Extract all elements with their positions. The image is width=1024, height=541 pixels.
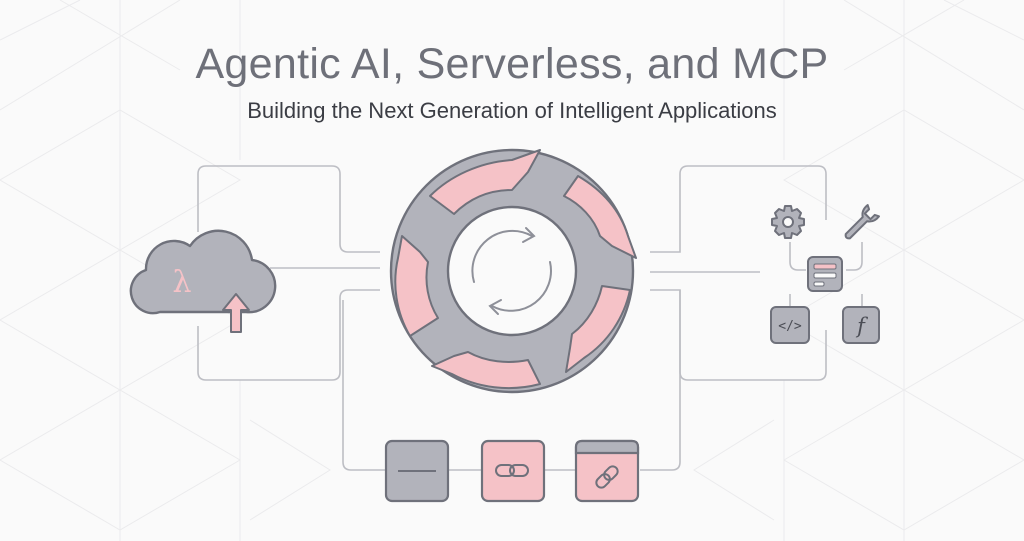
function-glyph: f — [855, 314, 868, 338]
ring-segments — [394, 149, 637, 390]
code-icon: </> — [770, 306, 810, 344]
wrench-icon — [844, 204, 880, 240]
left-node: λ — [129, 229, 277, 333]
page-title: Agentic AI, Serverless, and MCP — [195, 40, 829, 88]
gear-icon — [771, 205, 805, 239]
function-icon: f — [842, 306, 880, 344]
cloud-lambda-upload-icon — [129, 229, 277, 315]
bottom-chain — [384, 439, 640, 503]
code-glyph: </> — [778, 319, 802, 334]
blank-block-icon — [384, 439, 450, 503]
connector-lines — [197, 165, 863, 471]
right-node: </> f — [770, 204, 880, 344]
ring-core — [446, 205, 578, 337]
server-panel-icon — [807, 256, 843, 292]
page-subtitle: Building the Next Generation of Intellig… — [247, 98, 777, 123]
browser-link-block-icon — [574, 439, 640, 503]
refresh-arrows-icon — [471, 227, 552, 315]
lambda-glyph: λ — [172, 265, 191, 300]
upload-arrow-icon — [222, 293, 250, 333]
center-node — [389, 148, 637, 394]
link-block-icon — [480, 439, 546, 503]
